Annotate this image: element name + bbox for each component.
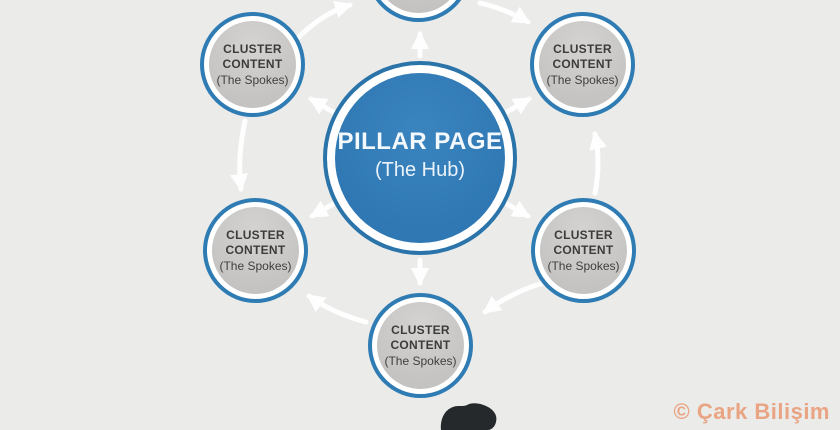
arrow-bottomright-to-topright [589, 131, 607, 196]
spoke-circle [375, 0, 462, 13]
watermark: © Çark Bilişim [673, 399, 830, 424]
arrow-bottom-to-bottomleft [306, 293, 369, 325]
spoke-circle: CLUSTER CONTENT (The Spokes) [209, 21, 296, 108]
spoke-node-bottom-right: CLUSTER CONTENT (The Spokes) [531, 198, 636, 303]
spoke-node-top-right: CLUSTER CONTENT (The Spokes) [530, 12, 635, 117]
spoke-label-line1: CLUSTER [554, 227, 613, 242]
spoke-sublabel: (The Spokes) [546, 72, 619, 87]
arrow-hub-to-top-right [504, 96, 532, 115]
spoke-label-line1: CLUSTER [553, 41, 612, 56]
spoke-label-line2: CONTENT [390, 337, 451, 352]
spoke-circle: CLUSTER CONTENT (The Spokes) [539, 21, 626, 108]
spoke-node-bottom: CLUSTER CONTENT (The Spokes) [368, 293, 473, 398]
spoke-circle: CLUSTER CONTENT (The Spokes) [212, 207, 299, 294]
spoke-label-line2: CONTENT [552, 56, 613, 71]
spoke-node-bottom-left: CLUSTER CONTENT (The Spokes) [203, 198, 308, 303]
arrow-hub-to-top-left [308, 96, 336, 115]
hub-node: PILLAR PAGE (The Hub) [323, 61, 517, 255]
arrow-hub-to-bottom-left [309, 200, 336, 219]
spoke-circle: CLUSTER CONTENT (The Spokes) [540, 207, 627, 294]
spoke-node-top [366, 0, 471, 22]
spoke-label-line2: CONTENT [222, 56, 283, 71]
spoke-label-line1: CLUSTER [223, 41, 282, 56]
spoke-label-line1: CLUSTER [226, 227, 285, 242]
hub-circle: PILLAR PAGE (The Hub) [335, 73, 505, 243]
spoke-circle: CLUSTER CONTENT (The Spokes) [377, 302, 464, 389]
spoke-sublabel: (The Spokes) [219, 258, 292, 273]
hub-title: PILLAR PAGE [337, 128, 503, 155]
spoke-label-line2: CONTENT [225, 242, 286, 257]
arrow-hub-to-bottom-right [504, 200, 531, 219]
spoke-label-line2: CONTENT [553, 242, 614, 257]
spoke-label-line1: CLUSTER [391, 322, 450, 337]
hub-subtitle: (The Hub) [374, 159, 466, 181]
arrow-topleft-to-bottomleft [230, 118, 249, 192]
spoke-sublabel: (The Spokes) [216, 72, 289, 87]
arrow-topleft-to-top [291, 0, 353, 45]
spoke-node-top-left: CLUSTER CONTENT (The Spokes) [200, 12, 305, 117]
arrow-top-to-topright [477, 0, 531, 25]
spoke-sublabel: (The Spokes) [384, 353, 457, 368]
spoke-sublabel: (The Spokes) [547, 258, 620, 273]
arrow-bottomright-to-bottom [482, 280, 546, 315]
